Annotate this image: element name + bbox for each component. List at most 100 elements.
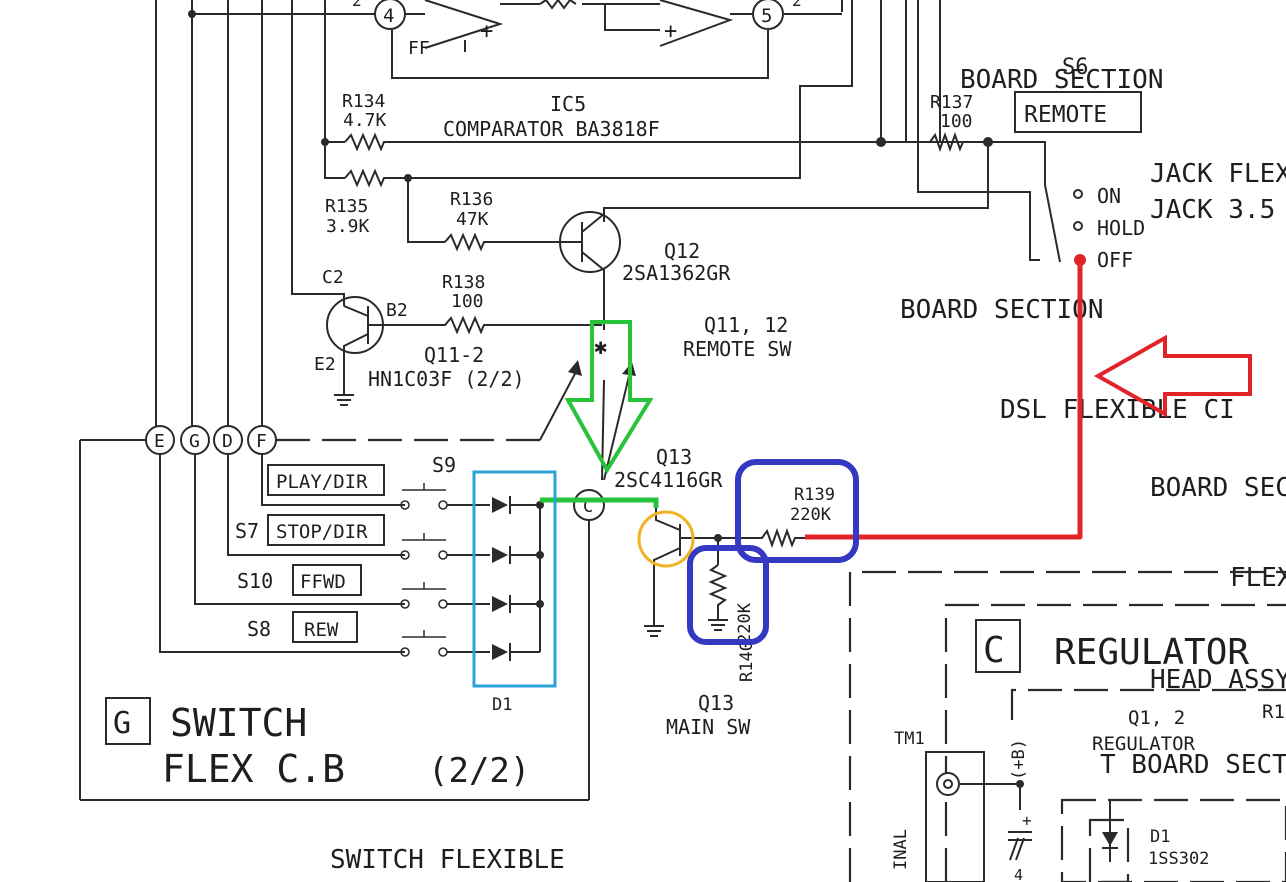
bleed-text-7: FLEXIBLE CI <box>1230 563 1286 593</box>
bleed-text-4: BOARD SECTION <box>900 295 1104 325</box>
switch-s9-label: PLAY/DIR <box>276 471 368 493</box>
bleed-text-3: JACK 3.5 BK(PHO <box>1150 195 1286 225</box>
bus-wires <box>155 0 843 440</box>
switch-s10-label: FFWD <box>300 571 346 593</box>
q11-part: HN1C03F (2/2) <box>368 367 525 391</box>
bleed-text-11: T BOARD SECTION <box>1100 750 1286 780</box>
connector-pin-c-label: C <box>583 497 593 517</box>
bleed-text-2: JACK FLEXIBLE C <box>1150 159 1286 189</box>
ic-ff-label: FF <box>408 38 430 59</box>
switch-s7-label: STOP/DIR <box>276 521 368 543</box>
red-annotation <box>805 254 1252 540</box>
highlight-r139 <box>735 459 859 563</box>
q12-ref: Q12 <box>664 239 700 263</box>
red-arrow-icon <box>1093 334 1252 418</box>
r134-value: 4.7K <box>343 110 387 131</box>
r136-ref: R136 <box>450 189 493 210</box>
board-c-regulator: C REGULATOR Q1, 2 REGULATOR R1 TM1 (+B) … <box>848 570 1286 882</box>
asterisk-mark: ✱ <box>594 335 607 360</box>
r138-value: 100 <box>451 291 484 312</box>
diode-array-d1: D1 <box>492 496 544 715</box>
ic5-ref: IC5 <box>550 92 586 116</box>
board-c-letter: C <box>983 630 1005 671</box>
connector-pin-d-label: D <box>222 431 233 452</box>
ic-pin-4-label: 4 <box>383 5 394 27</box>
q13-ref: Q13 <box>656 445 692 469</box>
board-g-title3: (2/2) <box>428 751 530 791</box>
board-c-d1-part: 1SS302 <box>1148 849 1209 869</box>
q11-12-ref: Q11, 12 <box>704 313 788 337</box>
key-switches: PLAY/DIR S9 STOP/DIR S7 FFWD S10 REW S8 <box>235 453 490 657</box>
r139-value: 220K <box>790 505 832 525</box>
r139-ref: R139 <box>794 485 835 505</box>
board-c-plus: + <box>1022 811 1032 830</box>
ic-plus-2: + <box>664 19 677 44</box>
board-c-minus: 4 <box>1014 866 1023 882</box>
q11-ref: Q11-2 <box>424 343 484 367</box>
q11-b-label: B2 <box>386 300 408 321</box>
s6-off: OFF <box>1097 248 1133 272</box>
ic-pin-2a-label: 2 <box>352 0 362 10</box>
blue-highlights <box>687 459 859 645</box>
board-c-supply: (+B) <box>1009 739 1029 780</box>
switch-s6-remote: S6 REMOTE ON HOLD OFF <box>1014 55 1145 272</box>
highlight-diode-array <box>472 470 557 688</box>
connector-pin-f-label: F <box>256 431 267 452</box>
board-c-r1: R1 <box>1262 701 1285 723</box>
r137-value: 100 <box>940 111 973 132</box>
transistor-q11-2: C2 B2 E2 Q11-2 HN1C03F (2/2) Q11, 12 REM… <box>314 267 792 406</box>
transistor-q13: C Q13 2SC4116GR R139 220K 220K R140 Q13 … <box>573 379 835 800</box>
s6-label-box <box>1014 91 1142 133</box>
r140-value: 220K <box>735 602 755 644</box>
q13-part: 2SC4116GR <box>614 468 723 492</box>
r135-ref: R135 <box>325 196 368 217</box>
connector-pin-e-label: E <box>154 431 165 452</box>
transistor-q12: Q12 2SA1362GR <box>559 211 731 330</box>
ic5-desc: COMPARATOR BA3818F <box>443 117 660 141</box>
switch-s7-ref: S7 <box>235 519 259 543</box>
green-arrow-icon <box>564 320 654 474</box>
q11-12-desc: REMOTE SW <box>683 337 792 361</box>
r140-ref: R140 <box>737 641 757 682</box>
r138-ref: R138 <box>442 272 485 293</box>
r134-ref: R134 <box>342 91 385 112</box>
board-g-letter: G <box>113 706 131 741</box>
bleed-text-1: BOARD SECTION <box>960 65 1164 95</box>
diode-d1-ref: D1 <box>492 695 512 715</box>
board-c-q12-ref: Q1, 2 <box>1128 707 1185 729</box>
board-g-title1: SWITCH <box>170 701 307 745</box>
switch-s8-label: REW <box>304 619 339 641</box>
q11-c-label: C2 <box>322 267 344 288</box>
board-c-q12-desc: REGULATOR <box>1092 733 1196 755</box>
r136-value: 47K <box>456 209 489 230</box>
highlight-r140 <box>687 545 769 645</box>
board-c-tm1: TM1 <box>894 729 925 749</box>
q12-part: 2SA1362GR <box>622 261 731 285</box>
bleed-text-6: BOARD SECTION <box>1150 473 1286 503</box>
board-g-switch-flex: G SWITCH FLEX C.B (2/2) <box>80 697 589 801</box>
s6-ref: S6 <box>1062 55 1089 80</box>
q13-desc: MAIN SW <box>666 715 751 739</box>
s6-hold: HOLD <box>1097 216 1145 240</box>
ic-plus-1: + <box>480 19 493 44</box>
switch-s8-ref: S8 <box>247 617 271 641</box>
s6-label: REMOTE <box>1024 102 1107 128</box>
ic-pin-2b-label: 2 <box>792 0 802 10</box>
board-c-d1-ref: D1 <box>1150 827 1170 847</box>
q13-ref2: Q13 <box>698 691 734 715</box>
r137-ref: R137 <box>930 92 973 113</box>
ic-pin-5-label: 5 <box>761 5 772 27</box>
board-c-title: REGULATOR <box>1054 632 1249 673</box>
q11-e-label: E2 <box>314 354 336 375</box>
bleed-text-10: SWITCH FLEXIBLE <box>330 845 565 875</box>
highlight-q13 <box>637 510 695 568</box>
switch-s9-ref: S9 <box>432 453 456 477</box>
ic5-comparator: 4 5 2 2 + + FF IC5 COMPARATOR BA3818F <box>352 0 802 141</box>
board-c-terminal: INAL <box>891 829 911 870</box>
green-annotation <box>540 320 659 508</box>
connector-pin-g-label: G <box>189 431 200 452</box>
r135-value: 3.9K <box>326 216 370 237</box>
bleed-text-5: DSL FLEXIBLE CI <box>1000 395 1235 425</box>
board-g-title2: FLEX C.B <box>162 747 345 791</box>
